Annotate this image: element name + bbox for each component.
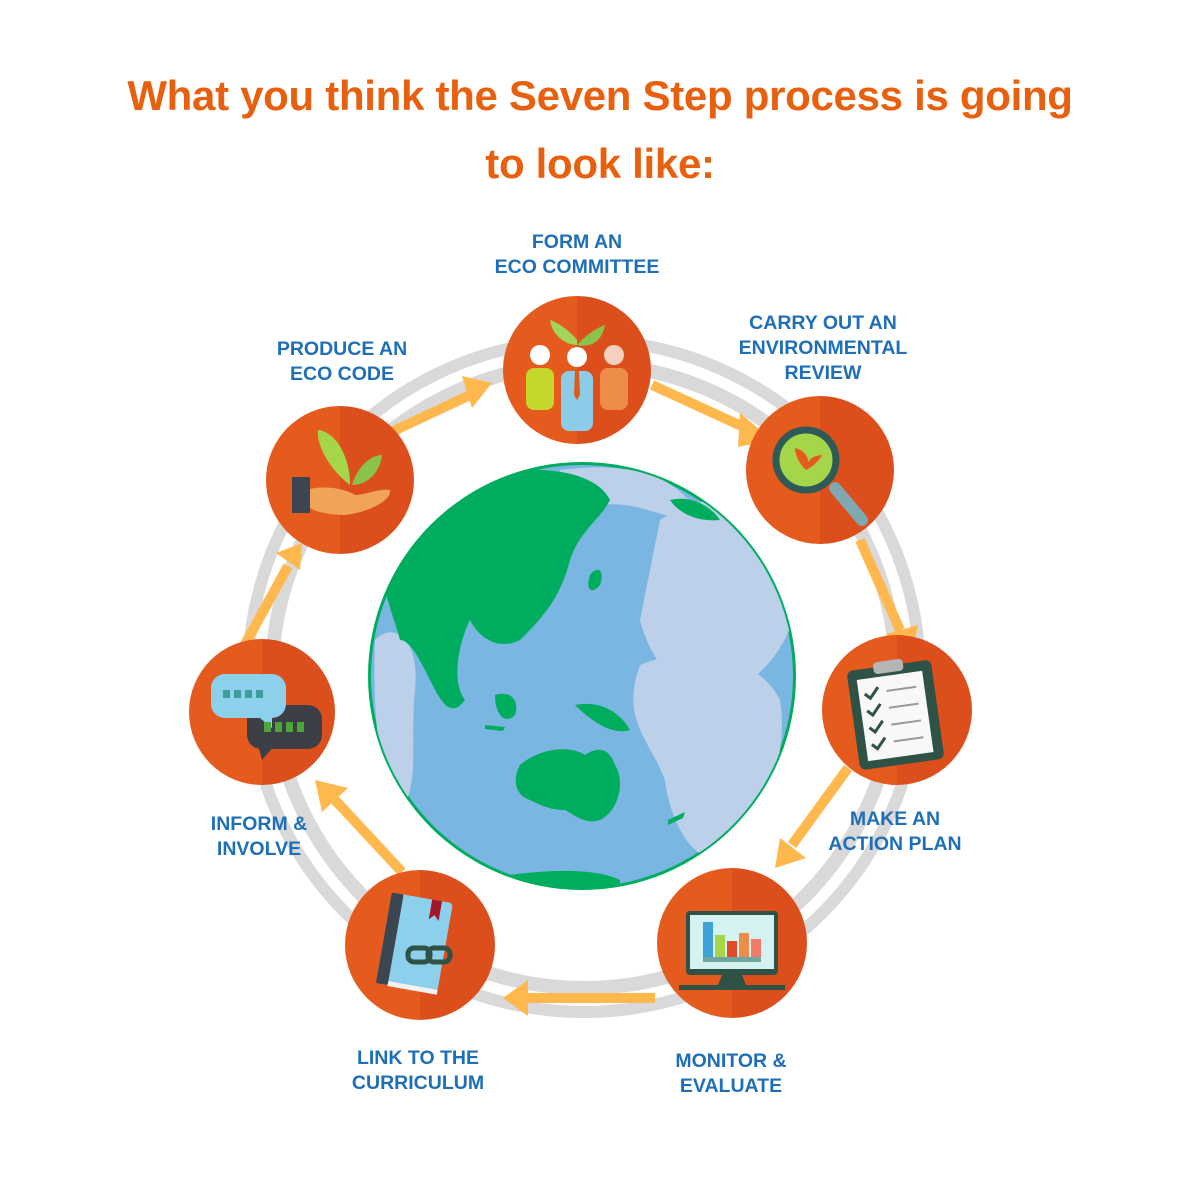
hand-leaf-icon [292,430,391,515]
arrow-eco-code-to-committee [382,376,492,440]
label-line: ECO CODE [289,363,394,385]
magnifier-leaf-icon [772,426,868,526]
title-line-2: to look like: [485,140,715,187]
label-line: PRODUCE AN [276,338,408,360]
label-line: EVALUATE [679,1075,783,1097]
step-label-environmental-review: CARRY OUT AN ENVIRONMENTAL REVIEW [739,311,908,386]
page-title: What you think the Seven Step process is… [0,62,1200,198]
arrow-monitor-to-link [503,980,655,1016]
label-line: REVIEW [784,362,862,384]
label-line: INVOLVE [216,838,302,860]
monitor-bar-chart-icon [679,911,785,990]
label-line: CARRY OUT AN [749,312,897,334]
step-circle-monitor-evaluate [657,868,807,1018]
title-line-1: What you think the Seven Step process is… [127,72,1073,119]
step-circle-link-curriculum [345,870,495,1020]
step-label-monitor-evaluate: MONITOR & EVALUATE [675,1049,786,1099]
globe-icon [368,462,796,890]
arrow-link-to-inform [315,780,406,876]
step-circle-action-plan [822,635,972,785]
step-circle-eco-code [266,406,414,554]
label-line: ENVIRONMENTAL [738,337,908,359]
clipboard-checklist-icon [847,658,944,770]
step-label-eco-code: PRODUCE AN ECO CODE [277,337,407,387]
step-label-link-curriculum: LINK TO THE CURRICULUM [352,1046,484,1096]
label-line: MAKE AN [849,808,941,830]
label-line: MONITOR & [675,1050,787,1072]
label-line: FORM AN [531,231,623,253]
arrow-inform-to-eco-code [238,543,302,651]
speech-bubbles-icon [211,674,322,760]
step-label-inform-involve: INFORM & INVOLVE [211,812,307,862]
label-line: INFORM & [210,813,308,835]
step-circle-environmental-review [746,396,894,544]
label-line: LINK TO THE [356,1047,480,1069]
step-circle-form-eco-committee [503,296,651,444]
label-line: ECO COMMITTEE [494,256,660,278]
step-label-form-eco-committee: FORM AN ECO COMMITTEE [495,230,660,280]
book-link-icon [376,892,453,995]
step-label-action-plan: MAKE AN ACTION PLAN [828,807,961,857]
arrow-action-to-monitor [775,765,853,868]
step-circle-inform-involve [189,639,335,785]
label-line: ACTION PLAN [828,833,962,855]
label-line: CURRICULUM [351,1072,485,1094]
cycle-arrows [238,376,918,1016]
people-leaf-icon [526,320,628,431]
